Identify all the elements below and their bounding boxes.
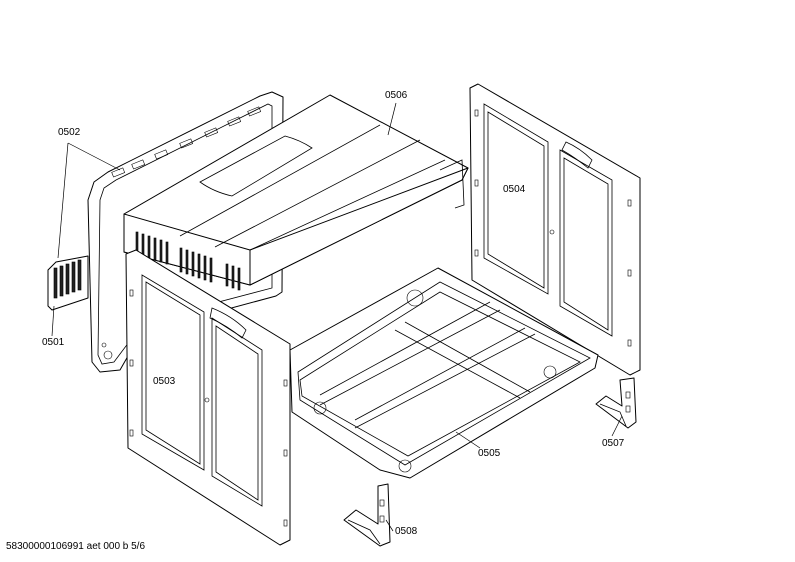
part-label-0505: 0505 — [478, 448, 501, 459]
part-label-0501: 0501 — [42, 337, 65, 348]
left-side-panel-part — [125, 249, 291, 546]
right-side-panel-part — [469, 83, 641, 376]
part-label-0502: 0502 — [58, 127, 81, 138]
right-bracket-part — [595, 377, 637, 429]
part-label-0507: 0507 — [602, 438, 625, 449]
leader-lines — [51, 102, 623, 532]
grille-plate-part — [47, 255, 89, 311]
lower-bracket-part — [343, 483, 391, 547]
bottom-frame-part — [289, 267, 599, 479]
part-label-0508: 0508 — [395, 526, 418, 537]
top-cover-part — [123, 94, 469, 291]
part-label-0503: 0503 — [153, 376, 176, 387]
part-label-0506: 0506 — [385, 90, 408, 101]
part-label-0504: 0504 — [503, 184, 526, 195]
document-reference: 58300000106991 aet 000 b 5/6 — [6, 541, 146, 552]
